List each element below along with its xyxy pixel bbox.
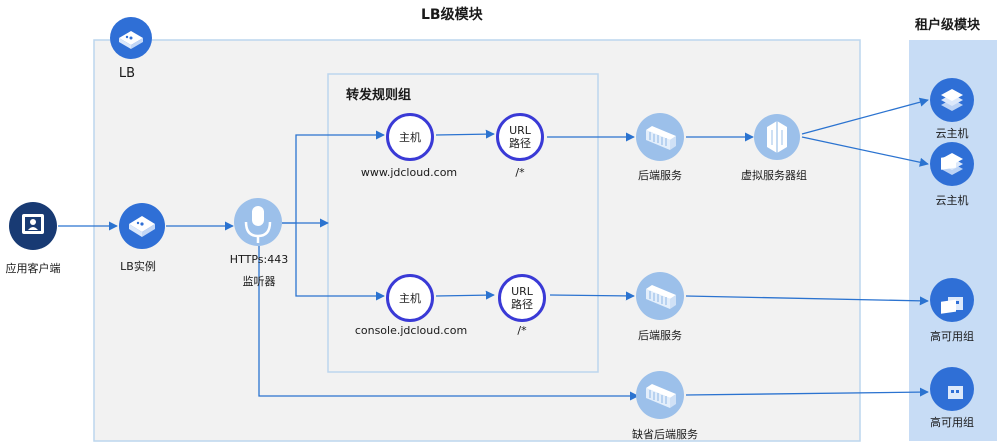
edge-listener-default [258,246,639,401]
host1-node: 主机 [386,113,434,161]
host2-node: 主机 [386,274,434,322]
backend1-icon [636,113,684,161]
cloud-host2-label: 云主机 [935,194,969,207]
url2-node: URL 路径 [498,274,546,322]
url1-node: URL 路径 [496,113,544,161]
edge-url2-backend2 [549,291,635,301]
default-backend-icon [636,371,684,419]
edge-listener-host2 [295,223,385,301]
edge-listener-host1 [282,130,385,224]
listener-microphone-icon [234,198,282,246]
edge-host1-url1 [435,129,495,139]
client-icon [9,202,57,250]
host2-domain: console.jdcloud.com [354,324,468,337]
cloud-host1-icon [930,78,974,122]
vm-group-icon [754,114,800,160]
lb-instance-icon [119,203,165,249]
ha-group1-label: 高可用组 [930,330,974,343]
lb-logo-icon [110,17,152,59]
ha-group2-label: 高可用组 [930,416,974,429]
edge-backend2-ha1 [685,295,929,306]
backend2-label: 后端服务 [638,329,682,342]
host2-label: 主机 [399,291,421,305]
rule-group-box [327,73,599,373]
listener-port-label: HTTPs:443 [229,253,289,266]
host1-domain: www.jdcloud.com [360,166,458,179]
default-backend-label: 缺省后端服务 [632,428,698,441]
lb-module-title: LB级模块 [421,7,483,23]
lb-logo-label: LB [118,66,136,81]
url2-line1: URL [511,285,533,298]
url2-line2: 路径 [511,298,533,311]
edge-vmgroup-cloud1 [801,97,929,135]
url1-line1: URL [509,124,531,137]
host1-label: 主机 [399,130,421,144]
ha-group2-icon [930,299,974,411]
url2-path: /* [517,324,527,337]
client-label: 应用客户端 [5,262,61,275]
backend2-icon [636,272,684,320]
vm-group-label: 虚拟服务器组 [741,169,807,182]
edge-default-ha2 [685,387,929,397]
listener-label: 监听器 [242,275,276,288]
edge-vmgroup-cloud2 [801,136,929,167]
url1-path: /* [515,166,525,179]
lb-instance-label: LB实例 [120,260,156,273]
rule-group-title: 转发规则组 [346,88,412,103]
url1-line2: 路径 [509,137,531,150]
tenant-module-title: 租户级模块 [915,18,981,33]
edge-host2-url2 [435,290,495,300]
cloud-host1-label: 云主机 [935,127,969,140]
backend1-label: 后端服务 [638,169,682,182]
